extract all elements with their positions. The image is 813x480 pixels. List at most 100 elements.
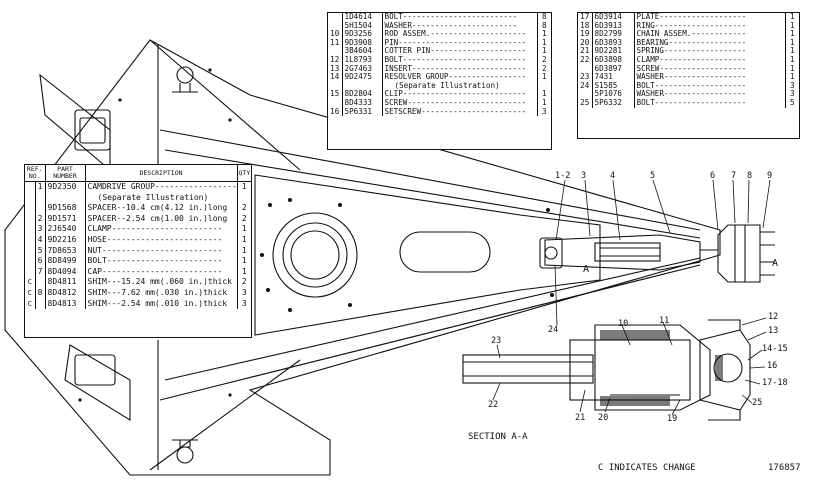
- cell-desc: SCREW--------------------------: [384, 98, 527, 107]
- cell-no: 22: [578, 55, 593, 65]
- callout-12: 12: [768, 312, 779, 322]
- header-qty: QTY: [237, 165, 251, 182]
- cell-no: 10: [328, 30, 343, 39]
- cell-part: 7D8653: [45, 245, 86, 257]
- cell-part: 9D3256: [342, 30, 383, 39]
- cell-no: [328, 98, 343, 108]
- cell-desc: PLATE-------------------: [636, 13, 747, 21]
- cell-desc: BOLT--------------------: [636, 98, 747, 107]
- header-description: DESCRIPTION: [85, 165, 238, 182]
- cell-desc: CAMDRIVE GROUP------------------: [87, 182, 238, 191]
- cell-qty: 1: [784, 64, 799, 74]
- section-title: SECTION A-A: [468, 432, 528, 442]
- cell-desc: SPACER--10.4 cm(4.12 in.)long: [87, 203, 228, 213]
- cell-desc: CLAMP-------------------: [636, 55, 747, 64]
- cell-no: 17: [578, 13, 593, 22]
- cell-desc: WASHER-----------------------: [384, 21, 518, 30]
- callout-1-2: 1-2: [555, 171, 571, 181]
- cell-desc: HOSE------------------------: [87, 234, 223, 244]
- cell-part: 5P6332: [592, 98, 635, 108]
- cell-desc: SHIM---15.24 mm(.060 in.)thick: [87, 277, 233, 287]
- cell-no: [328, 13, 343, 22]
- cell-no: 21: [578, 47, 593, 56]
- cell-desc: RESOLVER GROUP-----------------: [384, 73, 527, 82]
- cell-qty: 1: [536, 98, 551, 108]
- cell-qty: 1: [784, 13, 799, 22]
- callout-22: 22: [488, 400, 499, 410]
- illustration-number: 176857: [768, 463, 801, 473]
- callout-23: 23: [491, 336, 502, 346]
- cell-part: 8D8499: [45, 256, 86, 267]
- cell-no: [328, 47, 343, 56]
- cell-desc: ROD ASSEM.---------------------: [384, 30, 527, 39]
- housing-outline: [4, 39, 721, 476]
- arm-lower: [159, 264, 701, 401]
- end-flange: [717, 224, 761, 283]
- cell-desc: BOLT--------------------: [636, 81, 747, 90]
- cell-qty: 1: [536, 90, 551, 99]
- cell-desc: RING--------------------: [636, 21, 747, 30]
- cell-mark: [25, 203, 36, 214]
- cell-part: 9D1568: [45, 203, 86, 214]
- rod-body: [544, 234, 701, 271]
- cell-qty: 2: [236, 213, 251, 225]
- cell-no: [328, 21, 343, 31]
- cell-desc: WASHER------------------: [636, 90, 747, 99]
- cell-mark: [25, 181, 36, 193]
- cell-desc: SCREW-------------------: [636, 64, 747, 73]
- cell-part: 7431: [592, 73, 635, 82]
- cell-part: [342, 81, 383, 91]
- callout-14-15: 14-15: [762, 344, 788, 354]
- cell-desc: (Separate Illustration): [394, 81, 500, 90]
- cell-no: 11: [328, 38, 343, 48]
- cell-desc: BOLT------------------------: [87, 256, 223, 266]
- header-part-number: PART NUMBER: [45, 165, 86, 182]
- callout-16: 16: [767, 361, 778, 371]
- bore-outer: [272, 212, 358, 298]
- cell-no: 2: [35, 213, 46, 225]
- housing-plate: [254, 174, 601, 336]
- cell-no: 13: [328, 64, 343, 74]
- cell-mark: [25, 266, 36, 278]
- cell-qty: 2: [236, 203, 251, 214]
- cell-no: 25: [578, 98, 593, 108]
- cell-desc: CAP-------------------------: [87, 266, 223, 276]
- table-row: (Separate Illustration): [25, 192, 251, 204]
- cell-desc: SHIM---7.62 mm(.030 in.)thick: [87, 287, 228, 297]
- cell-mark: [25, 256, 36, 267]
- cell-part: 9D2281: [592, 47, 635, 56]
- cell-qty: 1: [236, 224, 251, 235]
- cell-no: 1: [35, 181, 46, 193]
- cell-no: 24: [578, 81, 593, 91]
- cell-qty: 1: [784, 30, 799, 39]
- cell-part: 8D2804: [342, 90, 383, 99]
- callout-19: 19: [667, 414, 678, 424]
- cell-qty: 1: [236, 256, 251, 267]
- cell-qty: 1: [536, 38, 551, 48]
- cell-desc: CLAMP-----------------------: [87, 224, 223, 234]
- hose: [594, 242, 661, 262]
- cell-qty: [236, 192, 251, 204]
- cell-qty: 1: [236, 181, 251, 193]
- ball-stud-bottom: [176, 446, 194, 464]
- cell-part: 5P1076: [592, 90, 635, 99]
- cell-no: 14: [328, 73, 343, 82]
- cell-qty: 1: [236, 266, 251, 278]
- cell-desc: BOLT---------------------------: [384, 55, 527, 64]
- section-rod: [462, 354, 594, 384]
